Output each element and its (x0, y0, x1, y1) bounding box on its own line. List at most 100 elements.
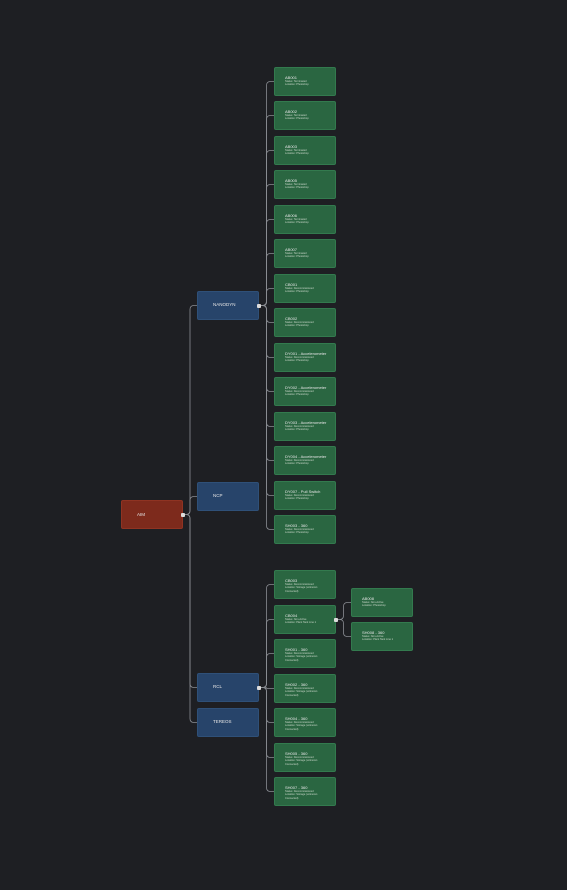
device-status: Status: Decommissioned (285, 756, 314, 759)
collapse-handle-cb004[interactable] (334, 618, 338, 622)
group-node-rcl[interactable]: RCL (197, 673, 259, 702)
device-node-dy002[interactable]: DY002 - Accelerometer Status: Decommissi… (274, 377, 336, 406)
collapse-handle-root[interactable] (181, 513, 185, 517)
device-status: Status: Decommissioned (285, 390, 314, 393)
device-node-cb001[interactable]: CB001 Status: Decommissioned Location: P… (274, 274, 336, 303)
device-title: SH001 - 360 (285, 647, 308, 652)
connector-device-node-cb004-to-device-node-sh008 (336, 619, 351, 637)
device-title: AB003 (285, 144, 298, 149)
device-location: Location: Photoshop (285, 497, 309, 501)
device-title: AB002 (285, 109, 298, 114)
device-node-dy007[interactable]: DY007 - Pull Switch Status: Decommission… (274, 481, 336, 510)
device-title: DY001 - Accelerometer (285, 351, 327, 356)
device-status: Status: Non-Active (285, 618, 307, 621)
device-node-sh001[interactable]: SH001 - 360 Status: Decommissioned Locat… (274, 639, 336, 668)
collapse-handle-rcl[interactable] (257, 686, 261, 690)
device-node-cb002[interactable]: CB002 Status: Decommissioned Location: P… (274, 308, 336, 337)
device-status: Status: Terminated (285, 183, 307, 186)
device-node-ab001[interactable]: AB001 Status: Terminated Location: Photo… (274, 67, 336, 96)
device-node-sh003[interactable]: SH003 - 360 Status: Decommissioned Locat… (274, 515, 336, 544)
device-node-dy004[interactable]: DY004 - Accelerometer Status: Decommissi… (274, 446, 336, 475)
device-title: SH007 - 360 (285, 785, 308, 790)
device-location: Location: Photoshop (285, 428, 309, 432)
connector-root-node-aim-to-group-node-tereos (183, 514, 197, 723)
connector-group-node-rcl-to-device-node-sh007 (259, 687, 274, 792)
device-status: Status: Decommissioned (285, 652, 314, 655)
device-title: AB001 (285, 75, 298, 80)
device-node-ab003[interactable]: AB003 Status: Terminated Location: Photo… (274, 136, 336, 165)
device-title: AB008 (362, 596, 375, 601)
device-node-sh002[interactable]: SH002 - 360 Status: Decommissioned Locat… (274, 674, 336, 703)
group-node-tereos[interactable]: TEREOS (197, 708, 259, 737)
device-title: CB002 (285, 316, 298, 321)
device-status: Status: Decommissioned (285, 528, 314, 531)
device-status: Status: Terminated (285, 114, 307, 117)
device-status: Status: Decommissioned (285, 790, 314, 793)
device-node-ab007[interactable]: AB007 Status: Terminated Location: Photo… (274, 239, 336, 268)
device-location: Location: Storage (unknown (285, 655, 318, 659)
group-node-label: RCL (213, 684, 223, 689)
device-status: Status: Decommissioned (285, 459, 314, 462)
device-status: Status: Decommissioned (285, 721, 314, 724)
device-location: Location: Photoshop (285, 117, 309, 121)
device-title: SH002 - 360 (285, 682, 308, 687)
device-status: Status: Non-Active (362, 601, 384, 604)
device-location: Location: Photoshop (285, 221, 309, 225)
device-location: Location: Storage (unknown (285, 586, 318, 590)
device-title: SH008 - 360 (362, 630, 385, 635)
device-title: CB001 (285, 282, 298, 287)
device-status: Status: Decommissioned (285, 425, 314, 428)
device-node-ab005[interactable]: AB005 Status: Terminated Location: Photo… (274, 170, 336, 199)
connector-group-node-rcl-to-device-node-sh002 (259, 687, 274, 689)
device-status: Status: Non-Active (362, 635, 384, 638)
group-node-label: NCP (213, 493, 223, 498)
device-title: AB006 (285, 213, 298, 218)
root-node-aim[interactable]: AIM (121, 500, 183, 529)
device-location: Location: Photoshop (285, 83, 309, 87)
device-title: CB004 (285, 613, 298, 618)
device-location: Location: Photoshop (285, 255, 309, 259)
device-node-ab008[interactable]: AB008 Status: Non-Active Location: Photo… (351, 588, 413, 617)
group-node-nanodyn[interactable]: NANODYN (197, 291, 259, 320)
group-node-ncp[interactable]: NCP (197, 482, 259, 511)
connector-root-node-aim-to-group-node-nanodyn (183, 305, 197, 515)
device-location-extra: Connected) (285, 589, 299, 593)
device-location: Location: Photoshop (285, 290, 309, 294)
device-location: Location: Photoshop (285, 462, 309, 466)
device-location: Location: Photoshop (285, 393, 309, 397)
group-node-label: TEREOS (213, 719, 232, 724)
device-node-cb003[interactable]: CB003 Status: Decommissioned Location: S… (274, 570, 336, 599)
device-node-dy001[interactable]: DY001 - Accelerometer Status: Decommissi… (274, 343, 336, 372)
device-location: Location: Storage (unknown (285, 759, 318, 763)
device-title: DY003 - Accelerometer (285, 420, 327, 425)
device-node-ab006[interactable]: AB006 Status: Terminated Location: Photo… (274, 205, 336, 234)
connector-root-node-aim-to-group-node-ncp (183, 496, 197, 515)
device-location: Location: Storage (unknown (285, 793, 318, 797)
device-node-sh007[interactable]: SH007 - 360 Status: Decommissioned Locat… (274, 777, 336, 806)
device-node-sh008[interactable]: SH008 - 360 Status: Non-Active Location:… (351, 622, 413, 651)
device-title: DY002 - Accelerometer (285, 385, 327, 390)
device-node-cb004[interactable]: CB004 Status: Non-Active Location: Plant… (274, 605, 336, 634)
device-title: AB005 (285, 178, 298, 183)
device-location: Location: Photoshop (362, 604, 386, 608)
collapse-handle-nanodyn[interactable] (257, 304, 261, 308)
device-location: Location: Photoshop (285, 186, 309, 190)
device-location-extra: Connected) (285, 727, 299, 731)
device-title: SH003 - 360 (285, 523, 308, 528)
device-node-ab002[interactable]: AB002 Status: Terminated Location: Photo… (274, 101, 336, 130)
device-location: Location: Photoshop (285, 152, 309, 156)
device-title: SH004 - 360 (285, 716, 308, 721)
device-location: Location: Photoshop (285, 531, 309, 535)
device-node-sh004[interactable]: SH004 - 360 Status: Decommissioned Locat… (274, 708, 336, 737)
device-location-extra: Connected) (285, 762, 299, 766)
device-title: SH005 - 360 (285, 751, 308, 756)
device-title: DY004 - Accelerometer (285, 454, 327, 459)
device-status: Status: Decommissioned (285, 583, 314, 586)
device-location: Location: Plant Tank Line 1 (285, 621, 317, 625)
device-node-dy003[interactable]: DY003 - Accelerometer Status: Decommissi… (274, 412, 336, 441)
device-title: AB007 (285, 247, 298, 252)
device-node-sh005[interactable]: SH005 - 360 Status: Decommissioned Locat… (274, 743, 336, 772)
connector-device-node-cb004-to-device-node-ab008 (336, 602, 351, 620)
device-location-extra: Connected) (285, 796, 299, 800)
